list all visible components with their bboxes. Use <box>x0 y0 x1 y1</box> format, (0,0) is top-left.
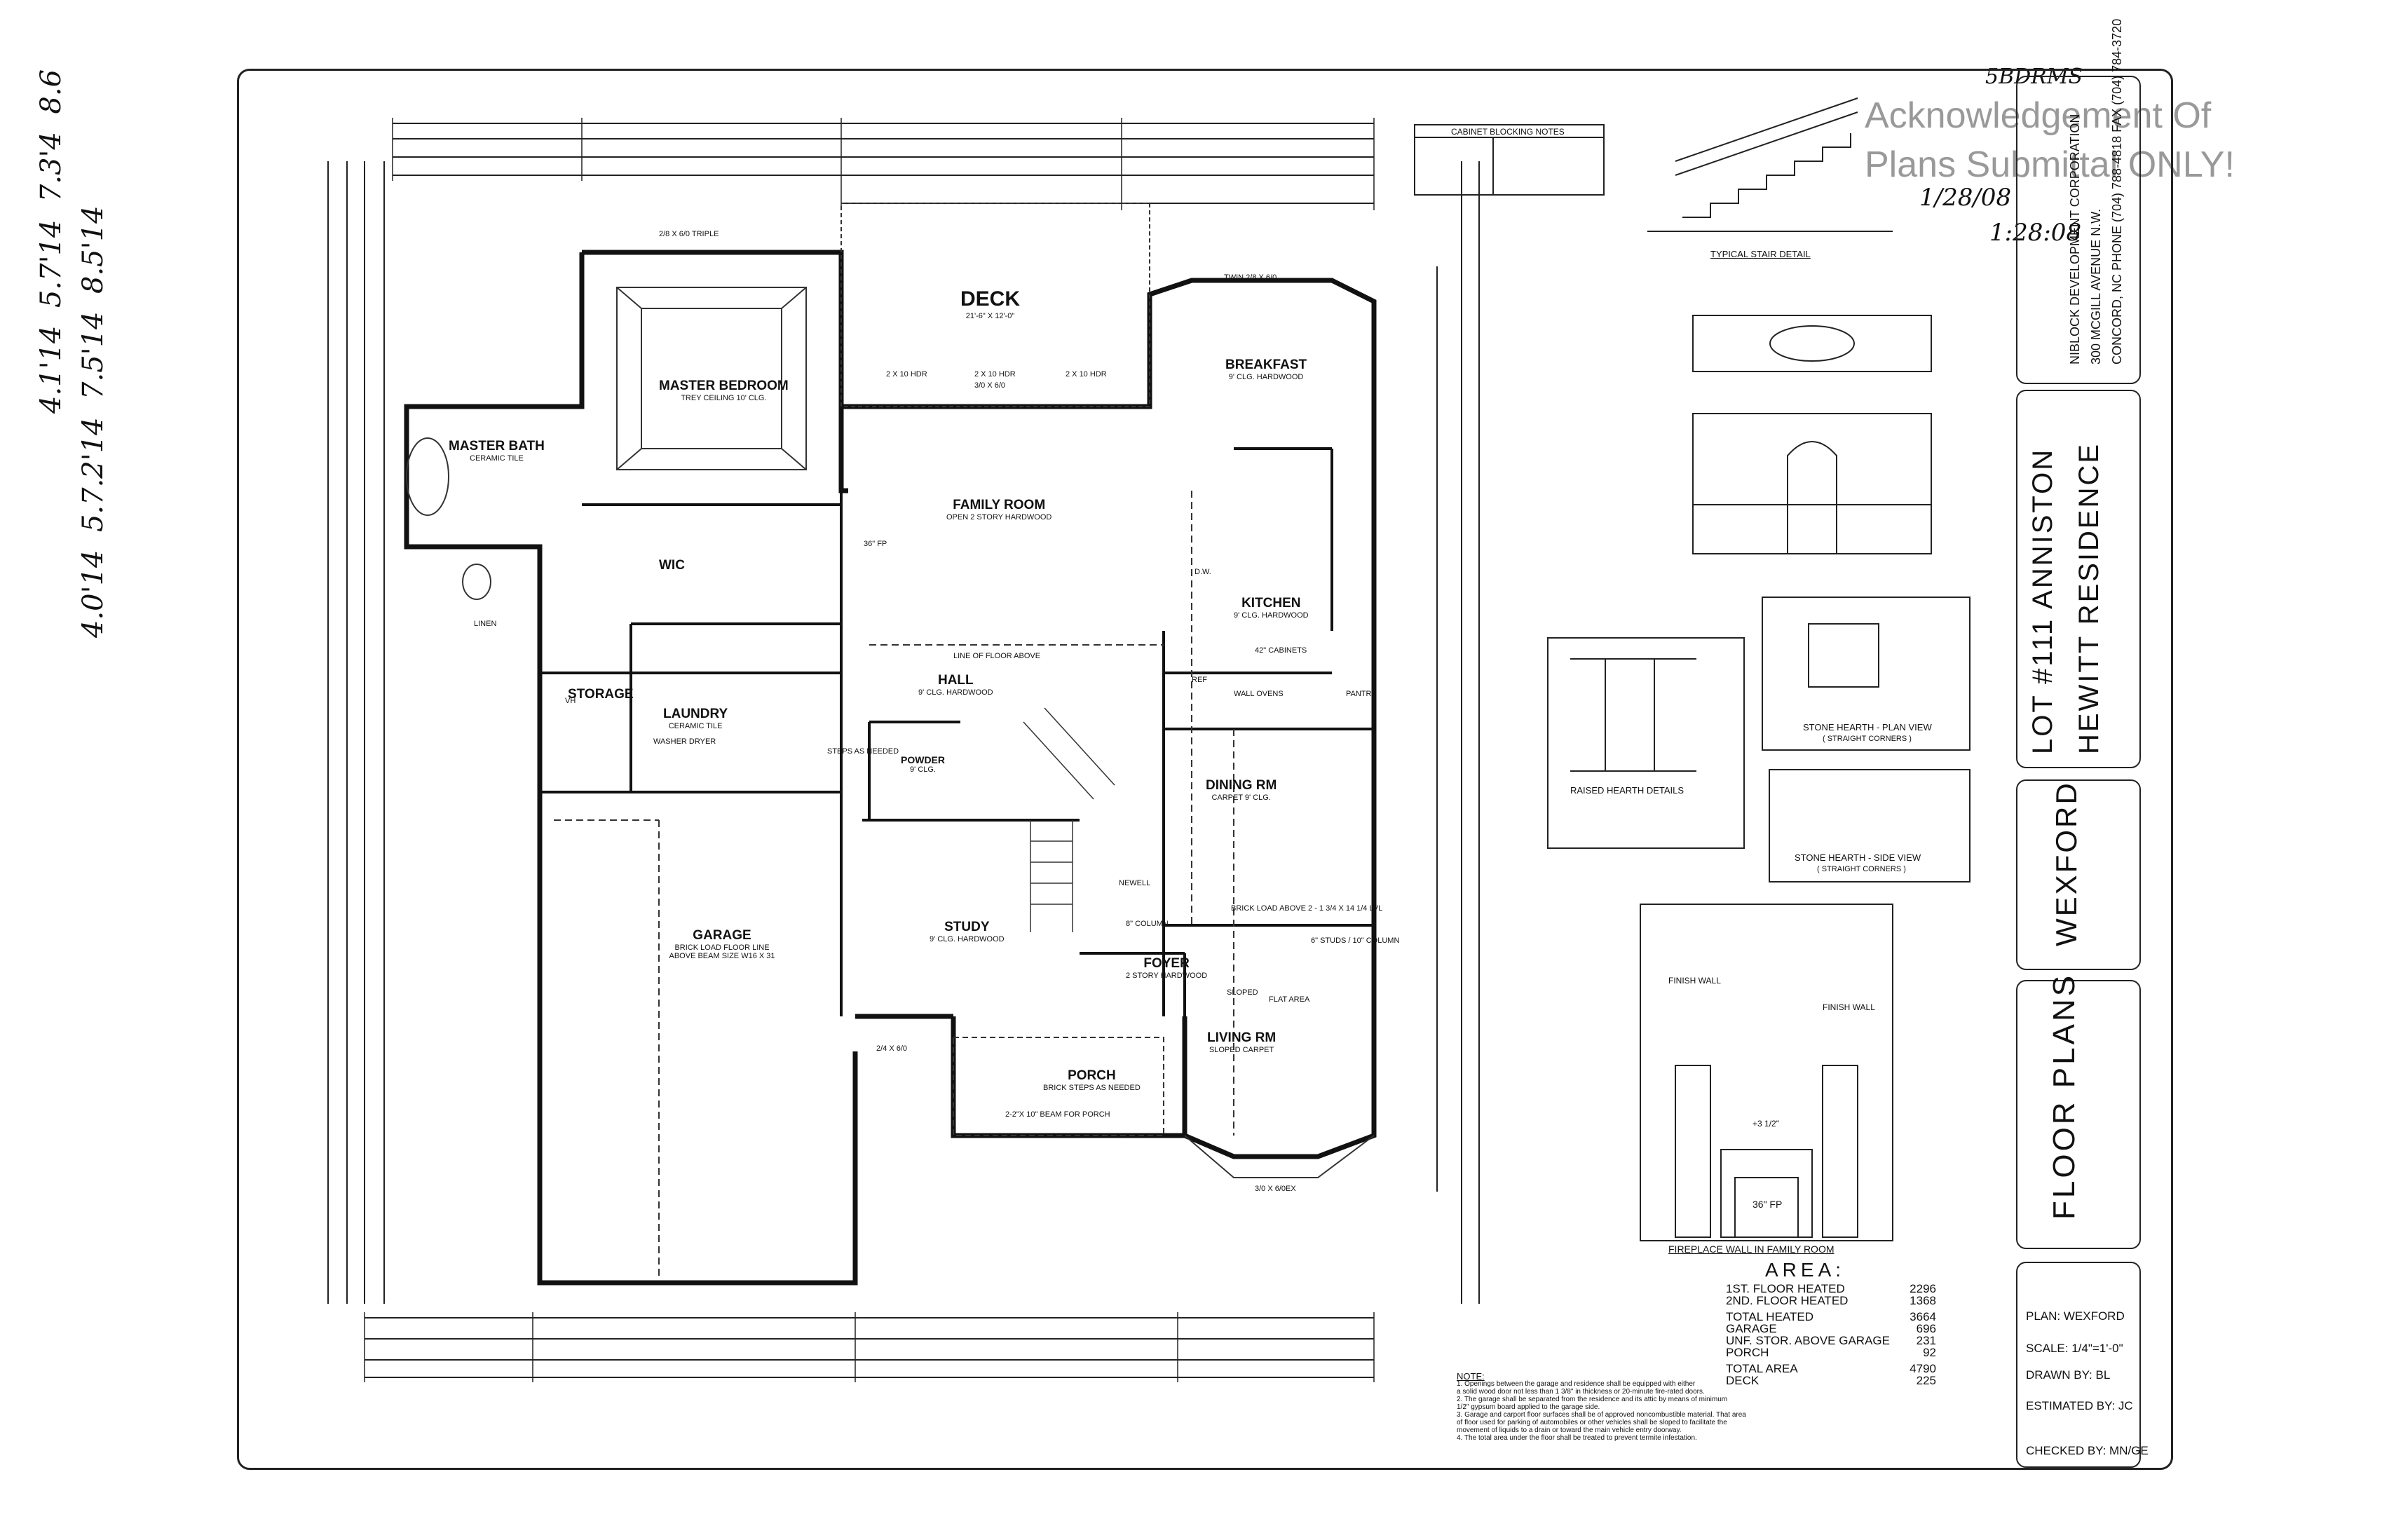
note-line: 2. The garage shall be separated from th… <box>1457 1396 1728 1403</box>
info-scale: SCALE: 1/4"=1'-0" <box>2026 1342 2123 1355</box>
stone-plan-title: STONE HEARTH - PLAN VIEW <box>1803 722 1932 732</box>
label-ref: REF <box>1192 676 1207 684</box>
room-master-bath: MASTER BATH CERAMIC TILE <box>449 439 545 463</box>
company-address: 300 MCGILL AVENUE N.W. <box>2089 208 2103 364</box>
company-city: CONCORD, NC PHONE (704) 788-4818 FAX (70… <box>2110 18 2124 364</box>
general-notes: NOTE: 1. Openings between the garage and… <box>1457 1372 1933 1442</box>
room-wic: WIC <box>659 558 685 573</box>
info-checked: CHECKED BY: MN/GE <box>2026 1444 2149 1457</box>
label-washer-dryer: WASHER DRYER <box>653 737 716 746</box>
label-porch-beam: 2-2"x 10" BEAM FOR PORCH <box>1005 1110 1110 1119</box>
note-line: 1. Openings between the garage and resid… <box>1457 1380 1696 1388</box>
label-linen: LINEN <box>474 620 497 628</box>
room-master-bedroom: MASTER BEDROOM TREY CEILING 10' CLG. <box>659 379 789 402</box>
finish-wall-right: FINISH WALL <box>1823 1002 1875 1012</box>
label-newell: NEWELL <box>1119 879 1151 887</box>
label-column: 8" COLUMN <box>1126 920 1169 928</box>
room-storage: STORAGE <box>568 687 634 702</box>
stone-side-title: STONE HEARTH - SIDE VIEW <box>1795 852 1921 863</box>
lot-number: LOT #111 ANNISTON <box>2027 447 2058 754</box>
room-foyer: FOYER 2 STORY HARDWOOD <box>1126 956 1208 980</box>
label-line-of-floor: LINE OF FLOOR ABOVE <box>953 652 1041 660</box>
title-box-company <box>2016 76 2141 384</box>
label-window-3-0: 3/0 X 6/0 <box>974 381 1006 390</box>
company-name: NIBLOCK DEVELOPMENT CORPORATION <box>2068 114 2082 364</box>
label-header-2: 2 X 10 HDR <box>974 370 1016 379</box>
label-wall-ovens: WALL OVENS <box>1234 690 1284 698</box>
notes-title: NOTE: <box>1457 1371 1485 1382</box>
label-dw: D.W. <box>1194 568 1211 576</box>
handwritten-date1: 1/28/08 <box>1919 184 2012 212</box>
sheet-title: FLOOR PLANS <box>2047 972 2081 1220</box>
room-laundry: LAUNDRY CERAMIC TILE <box>663 707 728 730</box>
info-estimated: ESTIMATED BY: JC <box>2026 1399 2133 1412</box>
fireplace-36: 36" FP <box>1752 1199 1783 1210</box>
residence-name: HEWITT RESIDENCE <box>2074 442 2104 754</box>
stone-side-sub: ( STRAIGHT CORNERS ) <box>1817 865 1906 873</box>
cabinet-blocking-title: CABINET BLOCKING NOTES <box>1451 127 1565 137</box>
stair-detail-title: TYPICAL STAIR DETAIL <box>1710 249 1811 259</box>
room-living: LIVING RM SLOPED CARPET <box>1207 1030 1277 1054</box>
fireplace-dim: +3 1/2" <box>1752 1119 1779 1129</box>
label-bay-window: 3/0 X 6/0EX <box>1255 1185 1296 1193</box>
note-line: movement of liquids to a drain or toward… <box>1457 1426 1682 1434</box>
note-line: 1/2" gypsum board applied to the garage … <box>1457 1403 1600 1411</box>
drawing-sheet <box>237 69 2173 1470</box>
room-breakfast: BREAKFAST 9' CLG. HARDWOOD <box>1225 357 1307 381</box>
label-twin-window: TWIN 2/8 X 6/0 <box>1224 273 1277 282</box>
room-study: STUDY 9' CLG. HARDWOOD <box>930 920 1005 943</box>
room-dining: DINING RM CARPET 9' CLG. <box>1206 778 1277 802</box>
note-line: of floor used for parking of automobiles… <box>1457 1419 1727 1426</box>
label-sloped: SLOPED <box>1227 988 1258 997</box>
title-box-lot <box>2016 390 2141 768</box>
finish-wall-left: FINISH WALL <box>1668 976 1721 986</box>
room-powder: POWDER 9' CLG. <box>901 754 945 775</box>
label-window-2-4: 2/4 X 6/0 <box>876 1044 908 1053</box>
label-columns: 6" STUDS / 10" COLUMN <box>1311 936 1400 945</box>
label-cabinets: 42" CABINETS <box>1255 646 1307 655</box>
area-title: AREA: <box>1765 1259 1846 1281</box>
label-header-3: 2 X 10 HDR <box>1066 370 1107 379</box>
title-box-info <box>2016 1262 2141 1468</box>
room-family-room: FAMILY ROOM OPEN 2 STORY HARDWOOD <box>946 498 1052 522</box>
room-porch: PORCH BRICK STEPS AS NEEDED <box>1043 1068 1141 1092</box>
raised-hearth-title: RAISED HEARTH DETAILS <box>1570 785 1684 796</box>
info-plan: PLAN: WEXFORD <box>2026 1309 2125 1323</box>
label-brick-load: BRICK LOAD ABOVE 2 - 1 3/4 X 14 1/4 LVL <box>1231 904 1383 913</box>
room-kitchen: KITCHEN 9' CLG. HARDWOOD <box>1234 596 1309 620</box>
note-line: 3. Garage and carport floor surfaces sha… <box>1457 1411 1746 1419</box>
note-line: a solid wood door not less than 1 3/8" i… <box>1457 1388 1705 1396</box>
fireplace-wall-title: FIREPLACE WALL IN FAMILY ROOM <box>1668 1243 1835 1255</box>
plan-name: WEXFORD <box>2050 781 2083 946</box>
handwritten-date2: 1:28:08 <box>1989 219 2082 247</box>
room-deck: DECK 21'-6" X 12'-0" <box>960 287 1021 320</box>
label-vh: VH <box>565 697 576 705</box>
room-garage: GARAGE BRICK LOAD FLOOR LINE ABOVE BEAM … <box>669 928 775 961</box>
label-flat-area: FLAT AREA <box>1269 995 1310 1004</box>
label-steps: STEPS AS NEEDED <box>827 747 899 756</box>
label-fireplace: 36" FP <box>864 540 887 548</box>
label-pantry: PANTRY <box>1346 690 1377 698</box>
stone-plan-sub: ( STRAIGHT CORNERS ) <box>1823 735 1912 743</box>
info-drawn: DRAWN BY: BL <box>2026 1368 2111 1382</box>
label-triple-window: 2/8 X 6/0 TRIPLE <box>659 230 719 238</box>
label-header-1: 2 X 10 HDR <box>886 370 927 379</box>
title-box-plan <box>2016 779 2141 970</box>
room-hall: HALL 9' CLG. HARDWOOD <box>918 673 993 697</box>
note-line: 4. The total area under the floor shall … <box>1457 1434 1697 1442</box>
title-box-sheet <box>2016 980 2141 1249</box>
